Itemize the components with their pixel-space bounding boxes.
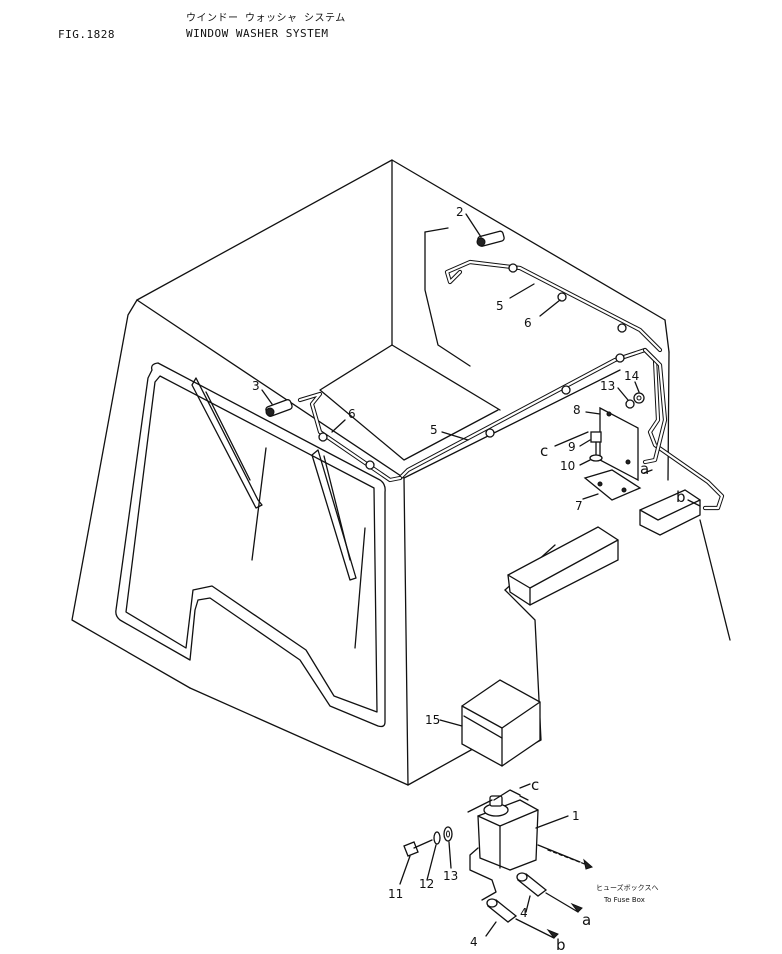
callout-7: 7: [575, 499, 583, 513]
bolt-9: [590, 431, 602, 456]
callout-4-lower: 4: [470, 935, 478, 949]
callout-5-upper: 5: [496, 299, 504, 313]
nut-14: [633, 392, 645, 404]
front-window-frame: [115, 362, 386, 728]
leader-lines: [261, 213, 701, 937]
callout-1: 1: [572, 809, 580, 823]
callout-14: 14: [624, 369, 639, 383]
connector-4-upper: [516, 872, 583, 913]
bracket-8: [599, 406, 639, 482]
callout-labels: 2 3 5 6 5 6 8 13 14 c 9 10 a b 7 15 c 1 …: [252, 205, 686, 954]
washer-tank-1: [469, 789, 581, 901]
relay-box-15: [461, 679, 541, 767]
callout-6-lower: 6: [348, 407, 356, 421]
washer-10: [589, 454, 603, 462]
washer-tubing: [297, 259, 725, 511]
nozzle-2: [476, 230, 505, 247]
callout-10: 10: [560, 459, 575, 473]
callout-13-top: 13: [600, 379, 615, 393]
washer-13-bottom: [443, 826, 453, 842]
connection-a-top: a: [640, 460, 649, 478]
callout-6-upper: 6: [524, 316, 532, 330]
connection-a-bottom: a: [582, 911, 591, 929]
callout-15: 15: [425, 713, 440, 727]
fuse-box-note-en: To Fuse Box: [603, 896, 645, 904]
nozzle-3: [265, 399, 293, 417]
callout-8: 8: [573, 403, 581, 417]
connection-c-bottom: c: [531, 776, 539, 794]
fuse-box-arrow: ヒューズボックスへ To Fuse Box: [547, 849, 658, 904]
wiper-arms: [191, 377, 366, 649]
callout-9: 9: [568, 440, 576, 454]
callout-13-bottom: 13: [443, 869, 458, 883]
callout-3: 3: [252, 379, 260, 393]
callout-5-lower: 5: [430, 423, 438, 437]
connection-c-top: c: [540, 442, 548, 460]
washer-13-top: [625, 399, 635, 409]
callout-12: 12: [419, 877, 434, 891]
connector-4-lower: [486, 898, 559, 939]
callout-2: 2: [456, 205, 464, 219]
title-english: WINDOW WASHER SYSTEM: [186, 27, 329, 40]
title-japanese: ウインドー ウォッシャ システム: [186, 13, 346, 24]
connection-b-bottom: b: [556, 936, 566, 954]
figure-number: FIG.1828: [58, 28, 115, 41]
interior-console: [507, 489, 701, 606]
callout-4-upper: 4: [520, 906, 528, 920]
washer-12: [433, 831, 441, 845]
fuse-box-note-jp: ヒューズボックスへ: [596, 883, 658, 892]
callout-11: 11: [388, 887, 403, 901]
bracket-7: [583, 469, 642, 501]
connection-b-top: b: [676, 488, 686, 506]
bolt-11: [403, 839, 433, 857]
